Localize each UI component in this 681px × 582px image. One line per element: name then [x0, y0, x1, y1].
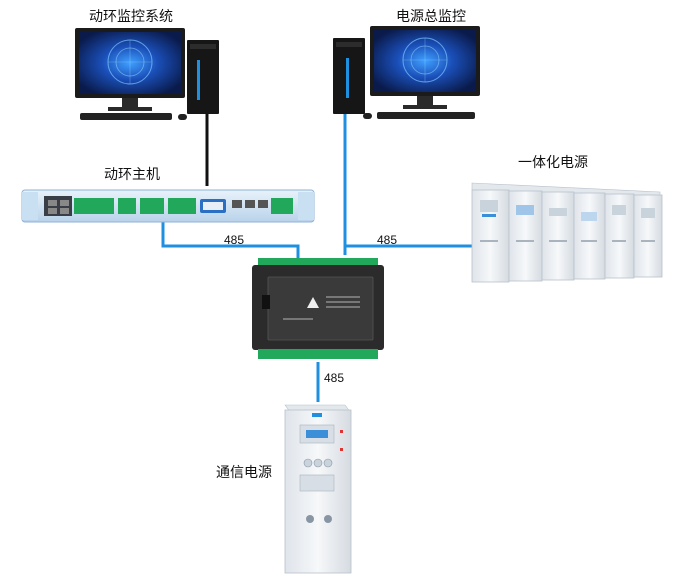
env-host-device: [21, 189, 315, 223]
controller-module: [252, 258, 384, 359]
monitor-base: [403, 105, 447, 109]
link-label-controller-to-integrated: 485: [377, 233, 398, 247]
monitor-base: [108, 107, 152, 111]
connection-lines: [161, 113, 472, 402]
pc-tower: [187, 40, 219, 114]
link-label-controller-to-telecom: 485: [324, 371, 345, 385]
cabinet-logo: [312, 413, 322, 417]
label-power-total-monitor: 电源总监控: [396, 9, 466, 25]
terminal-block: [74, 198, 114, 214]
terminal-block: [168, 198, 196, 214]
controller-panel: [267, 276, 374, 341]
link-label-host-to-controller: 485: [224, 233, 245, 247]
controller-terminals-bottom: [258, 349, 378, 359]
keyboard: [80, 113, 172, 120]
mouse: [363, 113, 372, 119]
rack-ear-left: [22, 192, 38, 220]
label-env-host: 动环主机: [104, 167, 160, 183]
cabinet-display: [306, 430, 328, 438]
cabinet: [508, 190, 543, 282]
monitor-stand: [122, 98, 138, 108]
pc-env-monitor: [75, 28, 219, 120]
terminal-block: [118, 198, 136, 214]
monitor-stand: [417, 96, 433, 106]
label-env-monitor-system: 动环监控系统: [89, 9, 173, 25]
integrated-power-cabinets: [471, 182, 663, 283]
rack-ear-right: [298, 192, 314, 220]
controller-terminals-top: [258, 258, 378, 266]
terminal-block: [140, 198, 164, 214]
label-telecom-power: 通信电源: [216, 465, 272, 481]
telecom-power-cabinet: [284, 404, 352, 574]
label-integrated-power: 一体化电源: [518, 155, 588, 171]
pc-power-monitor: [333, 26, 480, 119]
cabinet: [541, 191, 575, 281]
terminal-block: [271, 198, 293, 214]
mouse: [178, 114, 187, 120]
cabinet: [573, 192, 606, 280]
link-host-to-controller: [161, 222, 300, 262]
keyboard: [377, 112, 475, 119]
cabinet: [633, 194, 663, 278]
warning-triangle: [307, 297, 319, 308]
